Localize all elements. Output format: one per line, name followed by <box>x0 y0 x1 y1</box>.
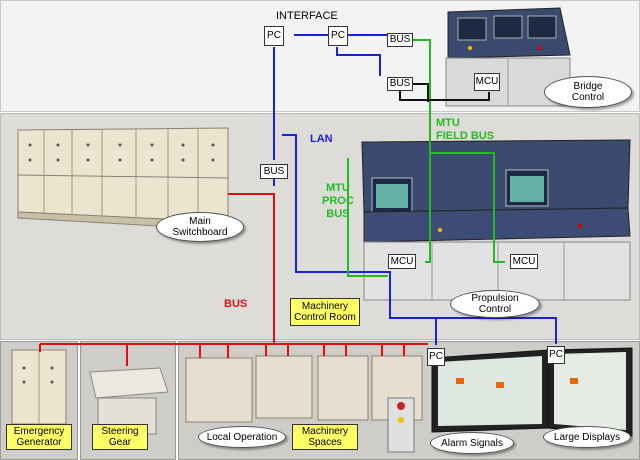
lan-label: LAN <box>310 133 333 145</box>
bridge-console-image <box>445 7 571 107</box>
emergency-generator-label: Emergency Generator <box>6 424 72 450</box>
bridge-bus-lines <box>399 83 490 102</box>
large-displays-callout: Large Displays <box>543 426 631 448</box>
mtu-proc-bus-label: MTU PROC BUS <box>322 182 354 220</box>
local-operation-callout: Local Operation <box>198 426 286 448</box>
machinery-control-room-label: Machinery Control Room <box>290 298 360 326</box>
interface-pc-left[interactable]: PC <box>264 26 284 46</box>
mtu-bus-lines <box>347 39 505 277</box>
bus-red-label: BUS <box>224 298 248 310</box>
interface-pc-right[interactable]: PC <box>328 26 348 46</box>
propulsion-control-callout: Propulsion Control <box>450 290 540 318</box>
display-pc-node[interactable]: PC <box>547 346 565 364</box>
alarm-signals-callout: Alarm Signals <box>430 432 514 454</box>
propulsion-mcu-right[interactable]: MCU <box>510 254 538 269</box>
propulsion-mcu-left[interactable]: MCU <box>388 254 416 269</box>
machinery-spaces-label: Machinery Spaces <box>292 424 358 450</box>
interface-label: INTERFACE <box>276 10 338 22</box>
alarm-pc-node[interactable]: PC <box>427 348 445 366</box>
bridge-bus-node-mid[interactable]: BUS <box>387 77 413 91</box>
lan-lines <box>273 34 557 345</box>
alarm-display-screens-image <box>431 347 633 437</box>
red-bus-lines <box>39 193 428 366</box>
bridge-control-callout: Bridge Control <box>544 76 632 108</box>
mtu-field-bus-label: MTU FIELD BUS <box>436 117 495 142</box>
emergency-generator-image <box>11 349 67 425</box>
bridge-bus-node-top[interactable]: BUS <box>387 33 413 47</box>
main-switchboard-callout: Main Switchboard <box>156 212 244 242</box>
switchboard-bus-node[interactable]: BUS <box>260 164 288 179</box>
local-operation-cabinets-image <box>185 355 423 453</box>
steering-gear-label: Steering Gear <box>92 424 148 450</box>
bridge-mcu-node[interactable]: MCU <box>474 73 500 91</box>
